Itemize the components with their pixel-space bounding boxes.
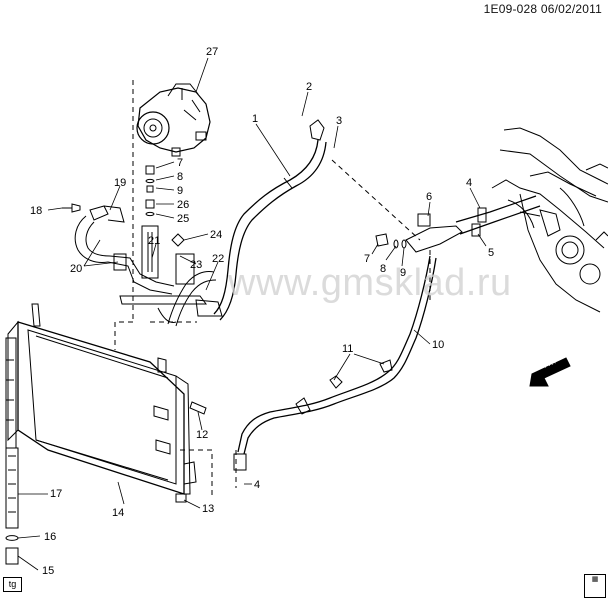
callout-1: 1 bbox=[252, 113, 258, 125]
callout-26: 26 bbox=[177, 199, 189, 211]
callout-19: 19 bbox=[114, 177, 126, 189]
callout-9b: 9 bbox=[400, 267, 406, 279]
callout-7b: 7 bbox=[364, 253, 370, 265]
leader-lines bbox=[17, 57, 487, 571]
callout-13: 13 bbox=[202, 503, 214, 515]
callout-16: 16 bbox=[44, 531, 56, 543]
vehicle-body bbox=[491, 127, 608, 313]
spec-icon: ▦ bbox=[584, 574, 606, 598]
callout-21: 21 bbox=[148, 235, 160, 247]
callout-12: 12 bbox=[196, 429, 208, 441]
callout-3: 3 bbox=[336, 115, 342, 127]
callout-6: 6 bbox=[426, 191, 432, 203]
callout-20: 20 bbox=[70, 263, 82, 275]
callout-8: 8 bbox=[177, 171, 183, 183]
tag-badge: tg bbox=[3, 577, 22, 592]
callout-22: 22 bbox=[212, 253, 224, 265]
front-arrow-icon bbox=[529, 357, 571, 387]
callout-10: 10 bbox=[432, 339, 444, 351]
callout-18: 18 bbox=[30, 205, 42, 217]
callout-25: 25 bbox=[177, 213, 189, 225]
callout-27: 27 bbox=[206, 46, 218, 58]
callout-9: 9 bbox=[177, 185, 183, 197]
callout-23: 23 bbox=[190, 259, 202, 271]
callout-4: 4 bbox=[466, 177, 472, 189]
condenser bbox=[5, 303, 207, 503]
liquid-line bbox=[233, 255, 437, 471]
callout-5: 5 bbox=[488, 247, 494, 259]
callout-4b: 4 bbox=[254, 479, 260, 491]
callout-11: 11 bbox=[342, 343, 353, 355]
callout-7: 7 bbox=[177, 157, 183, 169]
discharge-hose bbox=[62, 165, 207, 323]
callout-8b: 8 bbox=[380, 263, 386, 275]
callout-17: 17 bbox=[50, 488, 62, 500]
callout-14: 14 bbox=[112, 507, 124, 519]
diagram-code: 1E09-028 06/02/2011 bbox=[483, 2, 602, 16]
receiver-dryer bbox=[5, 447, 19, 565]
suction-hose bbox=[167, 119, 327, 327]
callout-15: 15 bbox=[42, 565, 54, 577]
expansion-valve bbox=[375, 195, 541, 253]
watermark: www.gmsklad.ru bbox=[228, 262, 512, 304]
callout-24: 24 bbox=[210, 229, 222, 241]
callout-labels: 27 2 3 1 7 8 9 26 25 19 18 21 24 22 23 2… bbox=[30, 46, 559, 577]
callout-2: 2 bbox=[306, 81, 312, 93]
guide-lines bbox=[114, 80, 431, 498]
compressor bbox=[136, 83, 211, 157]
